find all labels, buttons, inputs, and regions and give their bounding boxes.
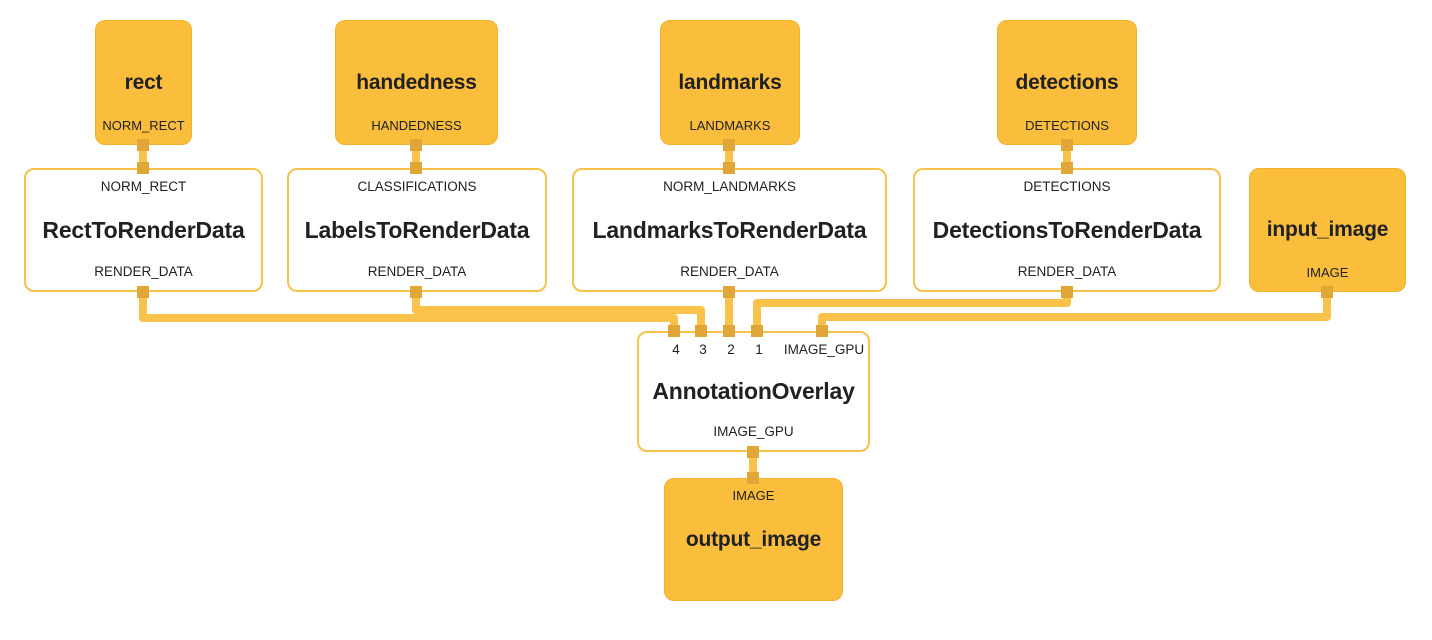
node-landmarkstorenderdata-input-ports: NORM_LANDMARKS [574, 179, 885, 194]
port-overlay-in-1[interactable]: 1 [755, 342, 763, 357]
port-render-data-out-detections[interactable]: RENDER_DATA [1017, 264, 1117, 279]
stub-detectionstorenderdata-out [1061, 286, 1073, 298]
port-overlay-in-4[interactable]: 4 [672, 342, 680, 357]
node-input-image-output-ports: IMAGE [1250, 265, 1405, 280]
node-landmarks-title: landmarks [678, 70, 782, 94]
node-detections-output-ports: DETECTIONS [998, 118, 1136, 133]
node-rect-output-ports: NORM_RECT [96, 118, 191, 133]
port-norm-rect-out[interactable]: NORM_RECT [102, 118, 185, 133]
stub-recttorenderdata-in [137, 162, 149, 174]
node-detectionstorenderdata-input-ports: DETECTIONS [915, 179, 1219, 194]
node-landmarkstorenderdata-output-ports: RENDER_DATA [574, 264, 885, 279]
node-detections-title: detections [1015, 70, 1119, 94]
node-recttorenderdata-title-wrap: RectToRenderData [26, 170, 261, 290]
node-detectionstorenderdata-title-wrap: DetectionsToRenderData [915, 170, 1219, 290]
node-handedness-title: handedness [356, 70, 477, 94]
port-render-data-out-rect[interactable]: RENDER_DATA [94, 264, 193, 279]
node-recttorenderdata-input-ports: NORM_RECT [26, 179, 261, 194]
node-annotationoverlay-input-ports: 4 3 2 1 IMAGE_GPU [639, 342, 868, 360]
node-input-image[interactable]: input_image IMAGE [1249, 168, 1406, 292]
node-landmarkstorenderdata-title-wrap: LandmarksToRenderData [574, 170, 885, 290]
edge-recttorenderdata-to-overlay-4 [139, 292, 678, 334]
node-labelstorenderdata-title: LabelsToRenderData [304, 216, 530, 243]
node-rect-title-wrap: rect [96, 21, 191, 144]
port-render-data-out-labels[interactable]: RENDER_DATA [367, 264, 467, 279]
node-handedness-title-wrap: handedness [336, 21, 497, 144]
edge-labelstorenderdata-to-overlay-3 [412, 292, 705, 334]
stub-handedness-out [410, 139, 422, 151]
node-rect-title: rect [124, 70, 163, 94]
node-recttorenderdata-title: RectToRenderData [42, 216, 245, 243]
port-detections-in[interactable]: DETECTIONS [1023, 179, 1111, 194]
port-overlay-in-2[interactable]: 2 [727, 342, 735, 357]
node-landmarks[interactable]: landmarks LANDMARKS [660, 20, 800, 145]
node-labelstorenderdata-input-ports: CLASSIFICATIONS [289, 179, 545, 194]
node-landmarkstorenderdata[interactable]: NORM_LANDMARKS LandmarksToRenderData REN… [572, 168, 887, 292]
node-rect[interactable]: rect NORM_RECT [95, 20, 192, 145]
node-labelstorenderdata[interactable]: CLASSIFICATIONS LabelsToRenderData RENDE… [287, 168, 547, 292]
node-detectionstorenderdata-output-ports: RENDER_DATA [915, 264, 1219, 279]
port-classifications-in[interactable]: CLASSIFICATIONS [357, 179, 477, 194]
port-image-out[interactable]: IMAGE [1306, 265, 1349, 280]
stub-overlay-in-3 [695, 325, 707, 337]
node-detections-title-wrap: detections [998, 21, 1136, 144]
port-detections-out[interactable]: DETECTIONS [1025, 118, 1109, 133]
stub-output-image-in [747, 472, 759, 484]
stub-detectionstorenderdata-in [1061, 162, 1073, 174]
stub-overlay-in-2 [723, 325, 735, 337]
stub-input-image-out [1321, 286, 1333, 298]
edge-inputimage-to-overlay-imagegpu [818, 292, 1331, 334]
port-render-data-out-landmarks[interactable]: RENDER_DATA [680, 264, 779, 279]
node-handedness[interactable]: handedness HANDEDNESS [335, 20, 498, 145]
stub-overlay-in-image-gpu [816, 325, 828, 337]
node-recttorenderdata[interactable]: NORM_RECT RectToRenderData RENDER_DATA [24, 168, 263, 292]
stub-overlay-in-1 [751, 325, 763, 337]
port-image-in[interactable]: IMAGE [732, 488, 775, 503]
node-labelstorenderdata-title-wrap: LabelsToRenderData [289, 170, 545, 290]
node-labelstorenderdata-output-ports: RENDER_DATA [289, 264, 545, 279]
node-output-image-title: output_image [685, 527, 822, 551]
node-detectionstorenderdata-title: DetectionsToRenderData [932, 216, 1202, 243]
node-landmarks-output-ports: LANDMARKS [661, 118, 799, 133]
port-landmarks-out[interactable]: LANDMARKS [689, 118, 771, 133]
node-detections[interactable]: detections DETECTIONS [997, 20, 1137, 145]
port-overlay-out-image-gpu[interactable]: IMAGE_GPU [713, 424, 794, 439]
stub-labelstorenderdata-out [410, 286, 422, 298]
node-recttorenderdata-output-ports: RENDER_DATA [26, 264, 261, 279]
node-annotationoverlay-title: AnnotationOverlay [652, 378, 855, 404]
node-landmarkstorenderdata-title: LandmarksToRenderData [592, 216, 867, 243]
node-detectionstorenderdata[interactable]: DETECTIONS DetectionsToRenderData RENDER… [913, 168, 1221, 292]
stub-landmarkstorenderdata-out [723, 286, 735, 298]
node-output-image-input-ports: IMAGE [665, 488, 842, 503]
node-landmarks-title-wrap: landmarks [661, 21, 799, 144]
node-handedness-output-ports: HANDEDNESS [336, 118, 497, 133]
node-input-image-title-wrap: input_image [1250, 169, 1405, 291]
node-output-image[interactable]: IMAGE output_image [664, 478, 843, 601]
node-input-image-title: input_image [1266, 218, 1389, 241]
edge-detectionstorenderdata-to-overlay-1 [753, 292, 1071, 334]
port-overlay-in-image-gpu[interactable]: IMAGE_GPU [783, 342, 865, 357]
stub-rect-out [137, 139, 149, 151]
stub-recttorenderdata-out [137, 286, 149, 298]
stub-overlay-in-4 [668, 325, 680, 337]
stub-overlay-out [747, 446, 759, 458]
port-norm-rect-in[interactable]: NORM_RECT [100, 179, 187, 194]
node-output-image-title-wrap: output_image [665, 479, 842, 600]
stub-landmarkstorenderdata-in [723, 162, 735, 174]
port-overlay-in-3[interactable]: 3 [699, 342, 707, 357]
node-annotationoverlay-title-wrap: AnnotationOverlay [639, 333, 868, 450]
stub-labelstorenderdata-in [410, 162, 422, 174]
node-annotationoverlay-output-ports: IMAGE_GPU [639, 424, 868, 439]
port-norm-landmarks-in[interactable]: NORM_LANDMARKS [663, 179, 796, 194]
stub-landmarks-out [723, 139, 735, 151]
node-annotationoverlay[interactable]: 4 3 2 1 IMAGE_GPU AnnotationOverlay IMAG… [637, 331, 870, 452]
port-handedness-out[interactable]: HANDEDNESS [371, 118, 462, 133]
stub-detections-out [1061, 139, 1073, 151]
